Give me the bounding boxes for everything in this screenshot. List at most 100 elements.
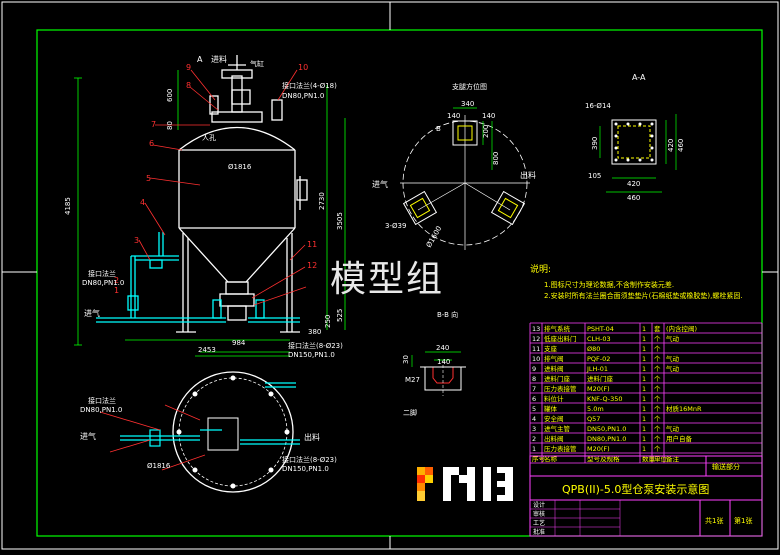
notes-item-1: 1.图标尺寸为理论数据,不含制作安装元差.: [544, 280, 674, 289]
dim-984: 984: [232, 339, 246, 347]
part-5: 5: [146, 174, 151, 183]
table-cell-unit: 个: [654, 345, 661, 353]
table-cell-note: 气动: [666, 424, 680, 433]
dim-380: 380: [308, 328, 321, 336]
dim-600: 600: [166, 89, 174, 102]
support-title: 支腿方位图: [452, 82, 487, 91]
bottom-inlet-label: 进气: [80, 431, 96, 441]
table-cell-no: 9: [532, 365, 536, 373]
table-cell-unit: 个: [654, 335, 661, 343]
table-cell-name: 进料阀: [544, 364, 564, 373]
table-cell-name: 排气阀: [544, 354, 564, 363]
table-header-name: 名称: [544, 454, 558, 463]
table-cell-name: 进气主管: [544, 424, 571, 433]
table-cell-no: 7: [532, 385, 536, 393]
support-dim-140a: 140: [447, 112, 460, 120]
notes-item-2: 2.安装时所有法兰圈合面须垫垫片(石棉纸垫或橡胶垫),螺栓紧固.: [544, 291, 743, 300]
title-cell-review: 审核: [533, 510, 545, 518]
table-cell-name: 压力表接管: [544, 444, 577, 453]
table-cell-unit: 个: [654, 405, 661, 413]
table-cell-qty: 1: [642, 445, 646, 453]
bottom-outlet-label: 出料: [304, 432, 320, 442]
table-cell-unit: 个: [654, 445, 661, 453]
part-11: 11: [307, 240, 317, 249]
table-header-note: 备注: [666, 454, 680, 463]
table-cell-unit: 个: [654, 435, 661, 443]
support-dim-800: 800: [492, 152, 500, 165]
bottom-outlet-spec: DN150,PN1.0: [282, 465, 329, 473]
aa-dim-420: 420: [627, 180, 640, 188]
table-cell-name: 料位计: [544, 394, 564, 403]
part-9: 9: [186, 63, 191, 72]
main-view: 9 8 7 6 5 4 3 2 1 10 11 12 A 进料 气缸 接口法兰(…: [64, 54, 346, 359]
support-inlet: 进气: [372, 179, 388, 189]
dim-525: 525: [336, 309, 344, 322]
aa-dim-390: 390: [591, 137, 599, 150]
table-cell-model: Q57: [587, 415, 600, 423]
table-cell-model: CLH-03: [587, 335, 611, 343]
table-cell-note: 气动: [666, 334, 680, 343]
dim-2453: 2453: [198, 346, 216, 354]
part-10: 10: [298, 63, 308, 72]
part-8: 8: [186, 81, 191, 90]
table-header-model: 型号及规格: [587, 454, 620, 463]
part-12: 12: [307, 261, 317, 270]
table-cell-qty: 1: [642, 415, 646, 423]
table-cell-model: 5.0m: [587, 405, 604, 413]
sheet-page: 第1张: [734, 516, 752, 525]
bottom-port-spec: DN80,PN1.0: [80, 406, 122, 414]
table-cell-note: 用户自备: [666, 434, 693, 443]
aa-dim-105: 105: [588, 172, 601, 180]
dim-80: 80: [166, 121, 174, 130]
left-inlet-label: 进气: [84, 308, 100, 318]
support-outlet: 出料: [520, 170, 536, 180]
aa-holes: 16-Ø14: [585, 102, 611, 110]
table-cell-qty: 1: [642, 335, 646, 343]
table-cell-model: PSHT-04: [587, 325, 614, 333]
bb-base: 二脚: [403, 408, 417, 417]
bottom-view: 接口法兰 DN80,PN1.0 进气 Ø1816 出料 接口法兰(8-Ø23) …: [80, 371, 337, 493]
drawing-title: QPB(II)-5.0型仓泵安装示意图: [562, 482, 709, 496]
table-cell-name: 低座出料门: [544, 334, 577, 343]
support-dim-200: 200: [482, 125, 490, 138]
table-cell-model: Ø80: [587, 345, 600, 353]
table-cell-name: 出料阀: [544, 434, 564, 443]
bb-view: B-B 向 240 140 30 M27 二脚: [402, 310, 466, 417]
table-cell-qty: 1: [642, 425, 646, 433]
table-cell-note: 气动: [666, 364, 680, 373]
support-view: 支腿方位图 340 140: [372, 82, 536, 250]
table-cell-name: 压力表接管: [544, 384, 577, 393]
top-port-spec: DN80,PN1.0: [282, 92, 324, 100]
table-cell-unit: 个: [654, 355, 661, 363]
vessel-dia: Ø1816: [228, 163, 252, 171]
table-cell-name: 进料门座: [544, 374, 571, 383]
title-cell-process: 工艺: [533, 519, 545, 527]
aa-dim-460: 460: [627, 194, 640, 202]
table-cell-no: 4: [532, 415, 536, 423]
left-port-spec: DN80,PN1.0: [82, 279, 124, 287]
bb-holes: M27: [405, 376, 420, 384]
table-cell-no: 8: [532, 375, 536, 383]
part-3: 3: [134, 236, 139, 245]
table-cell-unit: 个: [654, 385, 661, 393]
table-cell-qty: 1: [642, 405, 646, 413]
watermark-text: 模型组: [330, 259, 445, 300]
part-4: 4: [140, 198, 145, 207]
table-cell-model: 进料门座: [587, 374, 614, 383]
outlet-port-label: 接口法兰(8-Ø23): [288, 341, 343, 350]
top-port-label: 接口法兰(4-Ø18): [282, 81, 337, 90]
cylinder-label: 气缸: [250, 59, 264, 68]
part-2: 2: [114, 276, 119, 285]
table-cell-no: 13: [532, 325, 540, 333]
table-cell-note: 材质16MnR: [666, 404, 702, 413]
drawing-frame: [36, 29, 763, 537]
table-header-unit: 单位: [654, 454, 668, 463]
table-cell-unit: 个: [654, 375, 661, 383]
dim-4185: 4185: [64, 197, 72, 215]
bottom-outlet-port: 接口法兰(8-Ø23): [282, 455, 337, 464]
title-block: 输送部分 QPB(II)-5.0型仓泵安装示意图 设计 审核 工艺 批准 共1张…: [529, 455, 763, 537]
table-cell-unit: 个: [654, 415, 661, 423]
